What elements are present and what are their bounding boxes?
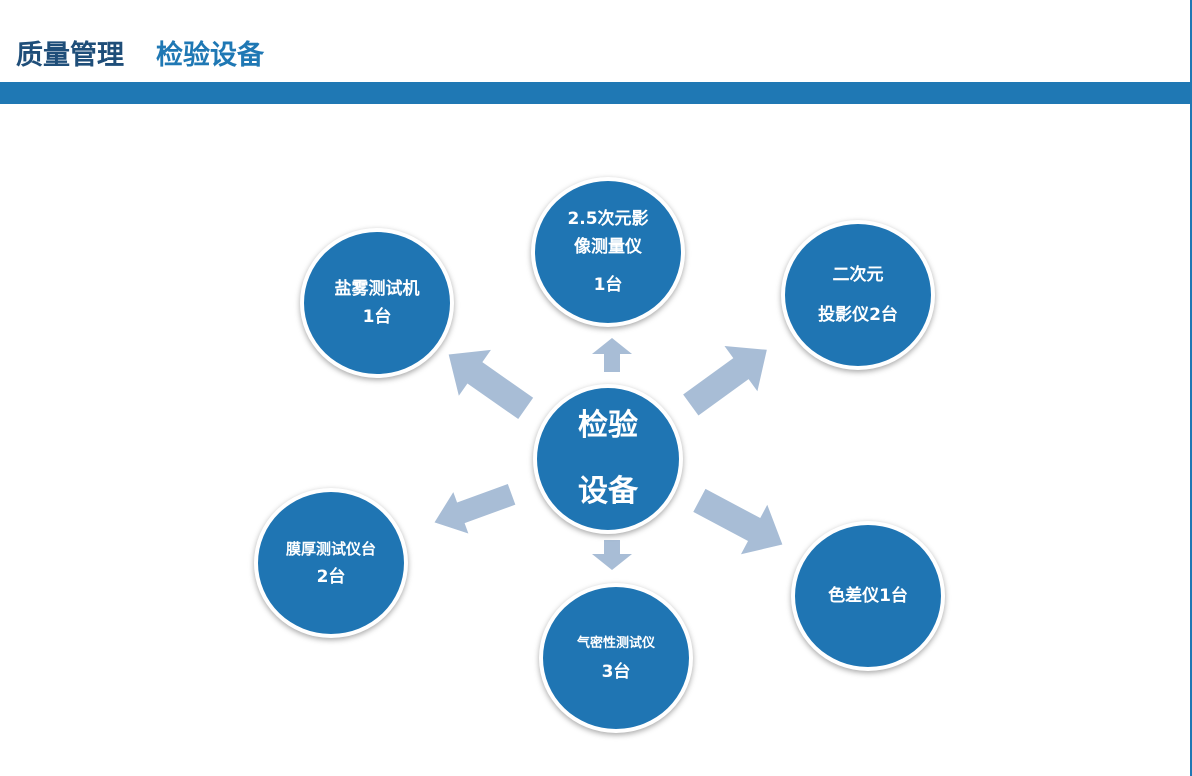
node-film-thickness-line1: 膜厚测试仪台 [285,540,376,558]
node-salt-spray-line1: 盐雾测试机 [334,279,420,299]
page-title: 质量管理 [16,40,124,71]
node-image-measuring-instrument: 2.5次元影 像测量仪 1台 [531,177,685,327]
node-film-thickness-line2: 2台 [316,567,346,587]
node-colorimeter-line1: 色差仪1台 [828,586,908,606]
center-label-line2: 设备 [578,474,638,509]
node-image-measure-line1: 2.5次元影 [567,209,649,229]
node-air-tightness-line1: 气密性测试仪 [576,636,655,651]
node-air-tightness-tester: 气密性测试仪 3台 [539,583,693,733]
node-image-measure-line2: 像测量仪 [574,237,642,257]
page-subtitle: 检验设备 [156,40,264,71]
node-2d-projector: 二次元 投影仪2台 [781,220,935,370]
node-projector-line2: 投影仪2台 [818,305,898,325]
node-salt-spray-line2: 1台 [362,307,392,327]
arrow-down-right [693,488,783,555]
node-colorimeter: 色差仪1台 [791,521,945,671]
node-film-thickness-tester: 膜厚测试仪台 2台 [254,488,408,638]
center-label-line1: 检验 [578,408,638,443]
node-air-tightness-line2: 3台 [601,662,631,682]
center-node: 检验 设备 [533,384,683,534]
arrow-down [592,540,632,570]
arrow-up-right [683,345,767,416]
header-bar [0,82,1190,104]
arrow-left [434,483,516,534]
node-salt-spray-tester: 盐雾测试机 1台 [300,228,454,378]
node-image-measure-line3: 1台 [593,275,623,295]
arrow-up [592,338,632,372]
page-right-edge [1190,0,1192,776]
node-projector-line1: 二次元 [832,265,884,285]
arrow-up-left [448,349,534,420]
